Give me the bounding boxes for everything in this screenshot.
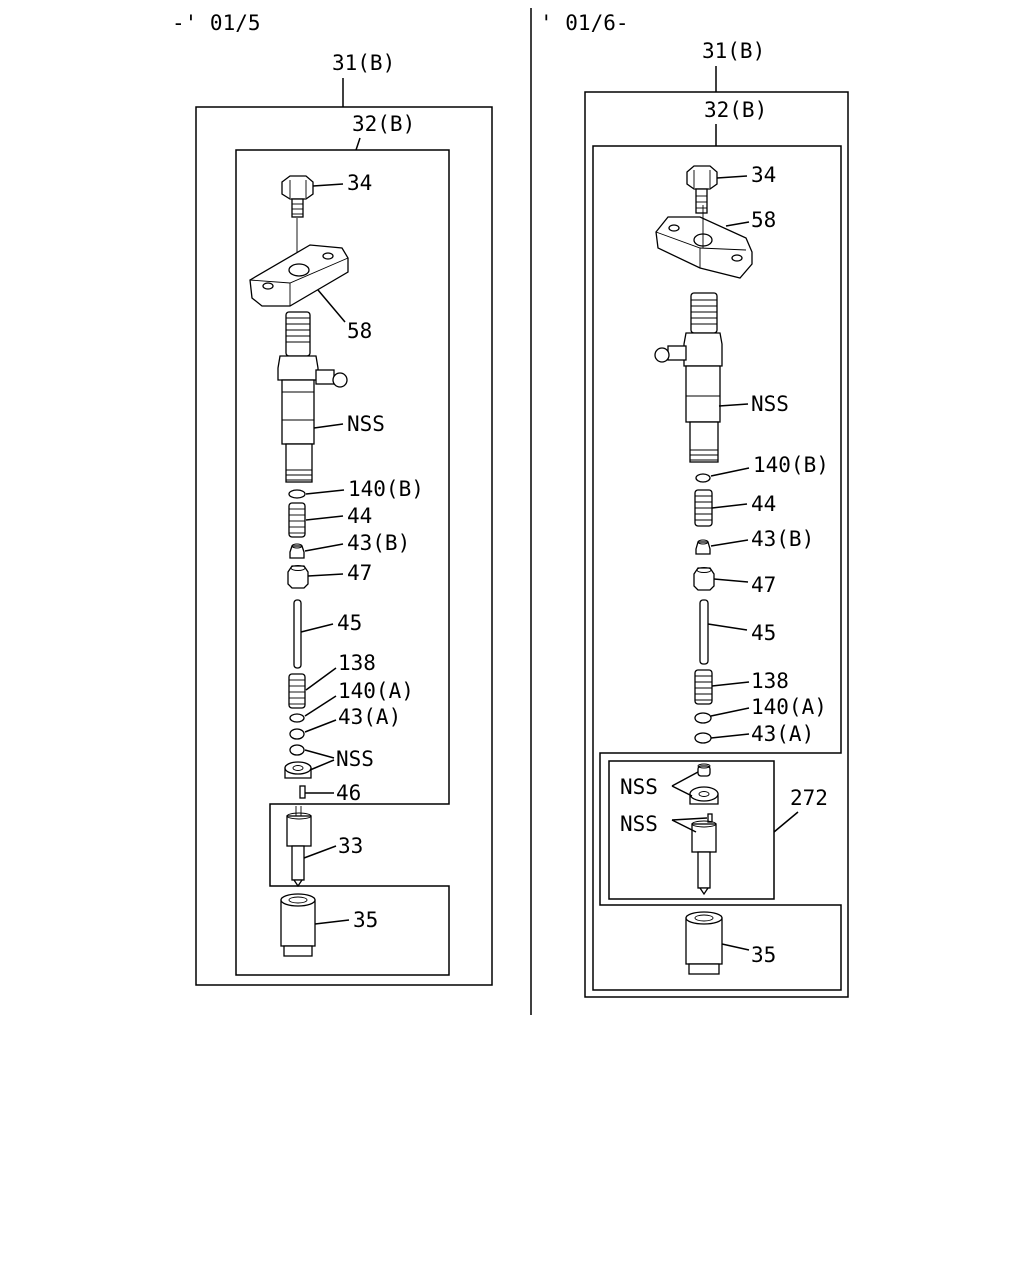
left-part-47-nut: [287, 565, 309, 589]
left-label-58: 58: [347, 319, 372, 343]
right-label-31b: 31(B): [702, 39, 765, 63]
left-part-43a-seat: [289, 728, 305, 740]
left-date-range: -' 01/5: [172, 11, 261, 35]
left-part-140b-washer: [288, 489, 306, 499]
left-part-35-nut: [280, 893, 316, 957]
right-part-138-spring: [694, 669, 713, 705]
left-box-31b: [195, 106, 493, 986]
right-label-nss-body: NSS: [751, 392, 789, 416]
left-part-43b-seat: [289, 543, 305, 559]
left-part-44-spring: [288, 502, 306, 538]
left-label-43a: 43(A): [338, 705, 401, 729]
right-part-43a-seat: [694, 732, 712, 744]
right-part-35-nut: [685, 911, 723, 975]
left-label-138: 138: [338, 651, 376, 675]
right-part-injector-body: [654, 292, 723, 463]
left-label-44: 44: [347, 504, 372, 528]
right-label-140a: 140(A): [751, 695, 827, 719]
left-part-33-nozzle: [286, 806, 312, 888]
right-part-47-nut: [693, 567, 715, 591]
right-label-58: 58: [751, 208, 776, 232]
left-label-nss-body: NSS: [347, 412, 385, 436]
left-label-35: 35: [353, 908, 378, 932]
left-part-138-spring: [288, 673, 306, 709]
right-label-35: 35: [751, 943, 776, 967]
left-part-nss-small: [289, 744, 305, 756]
left-label-31b: 31(B): [332, 51, 395, 75]
left-label-43b: 43(B): [347, 531, 410, 555]
right-label-34: 34: [751, 163, 776, 187]
right-label-44: 44: [751, 492, 776, 516]
right-label-nss-parts: NSS: [620, 775, 658, 799]
right-part-nss-nut: [689, 786, 719, 805]
right-label-138: 138: [751, 669, 789, 693]
left-part-nss-nut: [284, 761, 312, 779]
right-part-44-spring: [694, 489, 713, 527]
left-label-34: 34: [347, 171, 372, 195]
right-panel: ' 01/6- 31(B) 32(B) 34: [540, 11, 849, 998]
right-label-140b: 140(B): [753, 453, 829, 477]
right-part-nss-small: [697, 763, 711, 777]
left-box-32b: [235, 149, 450, 976]
right-label-47: 47: [751, 573, 776, 597]
right-label-nss-nozzle: NSS: [620, 812, 658, 836]
right-label-32b: 32(B): [704, 98, 767, 122]
left-part-140a-washer: [289, 713, 305, 723]
right-part-34-bolt: [686, 165, 718, 214]
left-label-140b: 140(B): [348, 477, 424, 501]
right-part-45-rod: [699, 599, 709, 665]
left-panel: -' 01/5 31(B) 32(B) 34: [172, 11, 493, 986]
left-part-46-pin: [299, 785, 306, 799]
right-label-43a: 43(A): [751, 722, 814, 746]
left-label-33: 33: [338, 834, 363, 858]
left-part-injector-body: [277, 311, 348, 483]
right-part-140a-washer: [694, 712, 712, 724]
left-label-45: 45: [337, 611, 362, 635]
right-label-45: 45: [751, 621, 776, 645]
left-part-45-rod: [293, 599, 302, 669]
right-part-140b-washer: [695, 473, 711, 483]
left-label-140a: 140(A): [338, 679, 414, 703]
left-part-34-bolt: [281, 175, 314, 218]
right-date-range: ' 01/6-: [540, 11, 629, 35]
right-box-272: [608, 760, 775, 900]
left-label-nss-parts: NSS: [336, 747, 374, 771]
left-label-32b: 32(B): [352, 112, 415, 136]
right-part-nss-nozzle: [691, 813, 717, 896]
left-label-47: 47: [347, 561, 372, 585]
right-part-43b-seat: [695, 539, 711, 555]
right-box-32b: [592, 145, 842, 991]
left-part-58-clamp: [249, 244, 349, 307]
right-label-43b: 43(B): [751, 527, 814, 551]
right-label-272: 272: [790, 786, 828, 810]
left-label-46: 46: [336, 781, 361, 805]
right-part-58-clamp: [655, 216, 753, 279]
